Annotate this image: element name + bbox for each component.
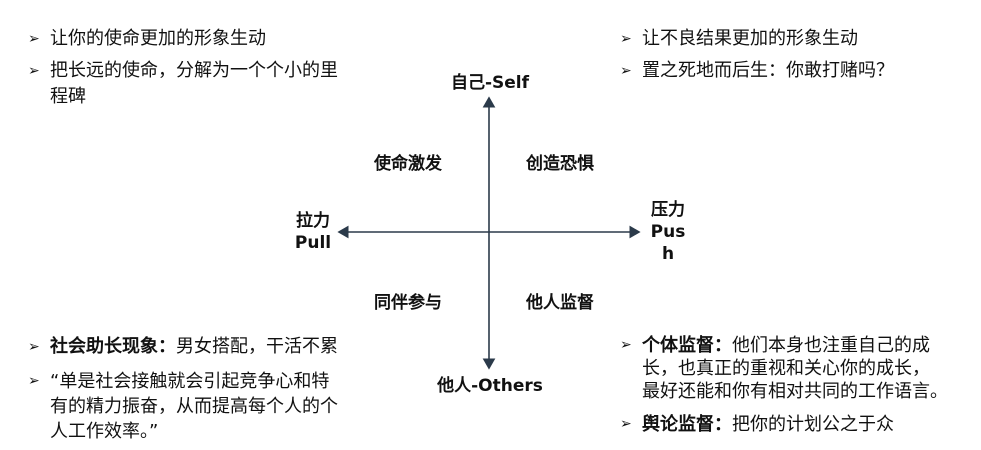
axis-label-right: 压力 Pus h: [644, 199, 692, 265]
bottom-left-bullets: ➢ 社会助长现象：男女搭配，干活不累 ➢ “单是社会接触就会引起竞争心和特 有的…: [28, 334, 338, 450]
bullet-item: ➢ 舆论监督：把你的计划公之于众: [620, 413, 948, 436]
bullet-item: ➢ 社会助长现象：男女搭配，干活不累: [28, 334, 338, 360]
bullet-bold-label: 舆论监督：: [642, 414, 732, 435]
arrowhead-bullet-icon: ➢: [28, 63, 40, 79]
arrowhead-bullet-icon: ➢: [620, 31, 632, 47]
bullet-item: ➢ 让不良结果更加的形象生动: [620, 26, 894, 52]
arrowhead-bullet-icon: ➢: [620, 416, 632, 432]
arrowhead-bullet-icon: ➢: [620, 337, 632, 353]
bullet-text: 让你的使命更加的形象生动: [50, 28, 266, 49]
axis-label-left-en: Pull: [294, 233, 332, 253]
bullet-item: ➢ 让你的使命更加的形象生动: [28, 26, 338, 52]
bullet-item: ➢ 把长远的使命，分解为一个个小的里 程碑: [28, 58, 338, 110]
bullet-item: ➢ “单是社会接触就会引起竞争心和特 有的精力振奋，从而提高每个人的个 人工作效…: [28, 369, 338, 444]
bullet-item: ➢ 置之死地而后生：你敢打赌吗？: [620, 58, 894, 84]
bottom-right-bullets: ➢ 个体监督：他们本身也注重自己的成 长，也真正的重视和关心你的成长， 最好还能…: [620, 334, 948, 442]
bullet-text: 把你的计划公之于众: [732, 414, 894, 435]
arrowhead-bullet-icon: ➢: [28, 339, 40, 355]
axis-label-bottom: 他人-Others: [437, 376, 543, 396]
quadrant-bottom-left: 同伴参与: [374, 293, 442, 313]
arrowhead-bullet-icon: ➢: [28, 373, 40, 389]
axis-label-left-cn: 拉力: [296, 211, 330, 231]
axis-label-left: 拉力 Pull: [288, 210, 338, 254]
bullet-text: 置之死地而后生：你敢打赌吗？: [642, 60, 894, 81]
axis-label-top: 自己-Self: [450, 73, 530, 93]
bullet-bold-label: 个体监督：: [642, 335, 732, 356]
arrowhead-bullet-icon: ➢: [28, 31, 40, 47]
quadrant-top-left: 使命激发: [374, 154, 442, 174]
bullet-item: ➢ 个体监督：他们本身也注重自己的成 长，也真正的重视和关心你的成长， 最好还能…: [620, 334, 948, 403]
axis-label-right-en-1: Pus: [650, 222, 686, 242]
arrowhead-bullet-icon: ➢: [620, 63, 632, 79]
bullet-text: 把长远的使命，分解为一个个小的里: [50, 60, 338, 81]
bullet-text: 人工作效率。”: [50, 421, 159, 442]
bullet-text: 长，也真正的重视和关心你的成长，: [642, 358, 930, 379]
bullet-text: 有的精力振奋，从而提高每个人的个: [50, 396, 338, 417]
axis-label-right-en-2: h: [661, 244, 675, 264]
quadrant-bottom-right: 他人监督: [526, 293, 594, 313]
top-right-bullets: ➢ 让不良结果更加的形象生动 ➢ 置之死地而后生：你敢打赌吗？: [620, 26, 894, 90]
bullet-text: 让不良结果更加的形象生动: [642, 28, 858, 49]
bullet-text: 男女搭配，干活不累: [176, 336, 338, 357]
bullet-text: “单是社会接触就会引起竞争心和特: [50, 371, 330, 392]
bullet-bold-label: 社会助长现象：: [50, 336, 176, 357]
top-left-bullets: ➢ 让你的使命更加的形象生动 ➢ 把长远的使命，分解为一个个小的里 程碑: [28, 26, 338, 116]
bullet-text: 最好还能和你有相对共同的工作语言。: [642, 381, 948, 402]
bullet-text: 程碑: [50, 86, 86, 107]
axis-label-right-cn: 压力: [651, 200, 685, 220]
bullet-text: 他们本身也注重自己的成: [732, 335, 930, 356]
quadrant-top-right: 创造恐惧: [526, 154, 594, 174]
